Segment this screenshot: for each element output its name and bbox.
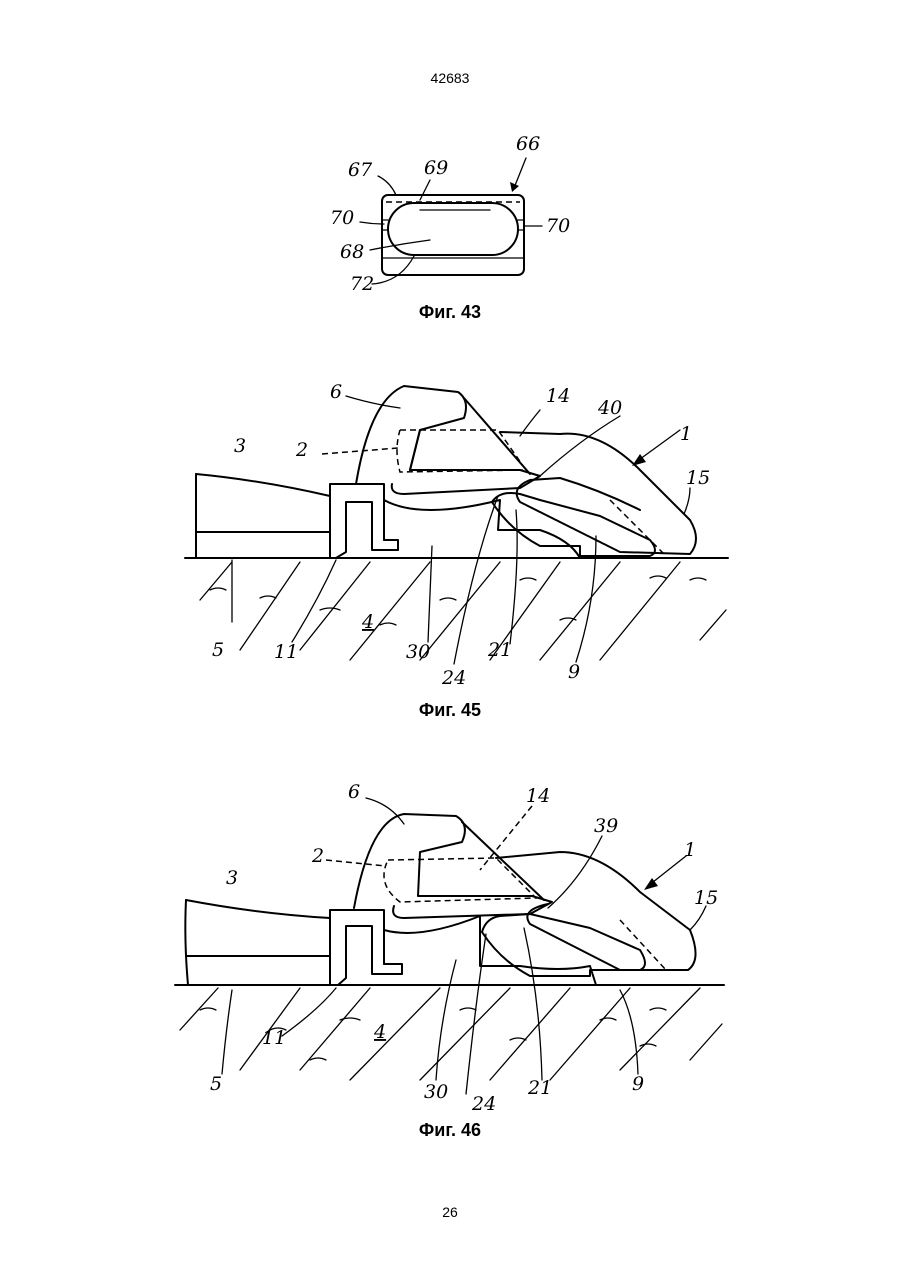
label-24: 24 (471, 1093, 496, 1115)
label-11: 11 (262, 1027, 286, 1049)
label-9: 9 (568, 661, 580, 683)
label-3: 3 (226, 867, 238, 889)
label-2: 2 (311, 845, 324, 867)
label-15: 15 (686, 467, 710, 489)
label-40: 40 (597, 397, 622, 419)
label-70-right: 70 (546, 215, 570, 237)
label-14: 14 (546, 385, 570, 407)
label-15: 15 (694, 887, 718, 909)
document-number: 42683 (0, 70, 900, 86)
label-2: 2 (295, 439, 308, 461)
label-69: 69 (424, 157, 448, 179)
label-21: 21 (527, 1077, 552, 1099)
label-39: 39 (594, 815, 618, 837)
label-30: 30 (424, 1081, 448, 1103)
label-24: 24 (441, 667, 466, 689)
figure-caption-45: Фиг. 45 (0, 700, 900, 721)
label-6: 6 (348, 781, 360, 803)
figure-45-drawing: 6 14 40 1 2 3 15 5 11 4 30 24 21 9 (0, 370, 900, 710)
label-1: 1 (684, 839, 696, 861)
label-9: 9 (632, 1073, 644, 1095)
label-30: 30 (406, 641, 430, 663)
label-5: 5 (210, 1073, 222, 1095)
label-70-left: 70 (330, 207, 354, 229)
label-72: 72 (350, 273, 374, 295)
connector-body-43 (382, 195, 524, 275)
label-5: 5 (212, 639, 224, 661)
figure-caption-43: Фиг. 43 (0, 302, 900, 323)
page-number: 26 (0, 1204, 900, 1220)
label-66: 66 (516, 133, 540, 155)
label-68: 68 (340, 241, 364, 263)
label-1: 1 (680, 423, 692, 445)
label-4: 4 (361, 611, 374, 633)
label-11: 11 (274, 641, 298, 663)
label-6: 6 (330, 381, 342, 403)
label-3: 3 (234, 435, 246, 457)
figure-caption-46: Фиг. 46 (0, 1120, 900, 1141)
label-4: 4 (373, 1021, 386, 1043)
figure-46-drawing: 6 14 39 1 2 3 15 5 11 4 30 24 21 9 (0, 780, 900, 1120)
label-14: 14 (526, 785, 550, 807)
label-67: 67 (348, 159, 373, 181)
label-21: 21 (487, 639, 512, 661)
